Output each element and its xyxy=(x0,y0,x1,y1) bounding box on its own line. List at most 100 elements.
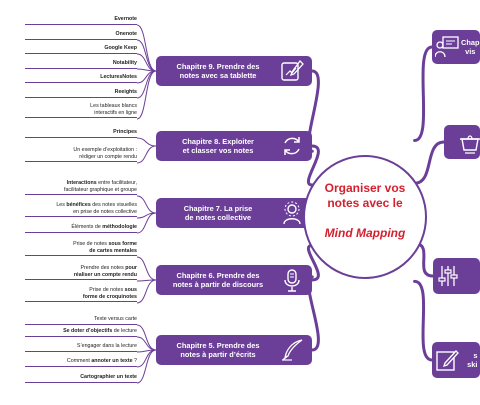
leaf-topic: Les tableaux blancs interactifs en ligne xyxy=(25,103,137,119)
chapter-title: Chapitre 9. Prendre des notes avec sa ta… xyxy=(176,61,260,81)
leaf-connector xyxy=(136,195,157,214)
leaf-underline xyxy=(25,194,137,196)
microphone-icon xyxy=(284,269,300,292)
leaf-underline xyxy=(25,255,137,257)
leaf-text: Les tableaux blancs interactifs en ligne xyxy=(90,103,137,116)
central-topic: Organiser vos notes avec le Mind Mapping xyxy=(303,155,427,279)
leaf-connector xyxy=(136,212,157,234)
leaf-topic: Comment annoter un texte ? xyxy=(25,358,137,367)
branch-line xyxy=(413,279,434,362)
leaf-underline xyxy=(25,38,137,40)
branch-line xyxy=(306,144,320,187)
leaf-underline xyxy=(25,23,137,25)
leaf-text: entre facilitateur, facilitateur graphiq… xyxy=(63,180,137,193)
quill-pen-icon xyxy=(280,338,304,362)
branch-line xyxy=(306,243,320,282)
leaf-underline xyxy=(25,335,137,337)
leaf-topic: Un exemple d’exploitation : rédiger un c… xyxy=(25,147,137,163)
leaf-topic: Principes xyxy=(25,129,137,138)
leaf-topic: Éléments de méthodologie xyxy=(25,224,137,233)
leaf-underline xyxy=(25,365,137,367)
leaf-connector xyxy=(136,137,157,147)
leaf-text: S’engager dans la lecture xyxy=(76,343,137,349)
chapter-node: Chapitre 6. Prendre des notes à partir d… xyxy=(156,265,312,295)
leaf-text: Éléments de xyxy=(71,224,103,230)
chapter-title-fragment: ski xyxy=(461,360,478,369)
leaf-text: Comment xyxy=(66,358,92,364)
presenter-board-icon xyxy=(434,35,459,59)
leaf-underline xyxy=(25,323,137,325)
leaf-underline xyxy=(25,81,137,83)
central-topic-title: Organiser vos notes avec le xyxy=(324,181,406,210)
leaf-topic: Reeights xyxy=(25,89,137,98)
leaf-text: de lecture xyxy=(112,328,137,334)
leaf-topic: Prise de notes sous forme de croquinotes xyxy=(25,287,137,303)
leaf-topic: Les bénéfices des notes visuelles en pri… xyxy=(25,202,137,218)
presenter-board-icon xyxy=(434,36,459,58)
leaf-text: méthodologie xyxy=(102,224,137,230)
group-person-icon xyxy=(280,201,304,225)
cooking-pot-icon xyxy=(458,130,480,154)
chapter-node-right: Chap vis xyxy=(432,30,480,64)
leaf-topic: Interactions entre facilitateur, facilit… xyxy=(25,180,137,196)
leaf-underline xyxy=(25,301,137,303)
chapter-node: Chapitre 9. Prendre des notes avec sa ta… xyxy=(156,56,312,86)
leaf-topic: Texte versus carte xyxy=(25,316,137,325)
leaf-text: Prise de notes xyxy=(73,241,109,247)
leaf-topic: Se doter d’objectifs de lecture xyxy=(25,328,137,337)
leaf-text: Reeights xyxy=(114,89,137,95)
leaf-text: annoter un texte xyxy=(91,358,133,364)
chapter-node-right xyxy=(444,125,480,159)
branch-line xyxy=(413,45,434,142)
chapter-node-right: s ski xyxy=(432,342,480,378)
chapter-node-right xyxy=(433,258,480,294)
leaf-connector xyxy=(136,279,157,304)
chapter-node: Chapitre 7. La prise de notes collective xyxy=(156,198,312,228)
leaf-text: bénéfices xyxy=(66,202,91,208)
leaf-text: sous forme de cartes mentales xyxy=(89,241,137,254)
leaf-underline xyxy=(25,136,137,138)
chapter-title: Chapitre 8. Exploiter et classer vos not… xyxy=(182,136,254,156)
branch-line xyxy=(413,140,446,185)
quill-pen-icon xyxy=(282,339,303,361)
leaf-underline xyxy=(25,67,137,69)
leaf-topic: Cartographier un texte xyxy=(25,374,137,383)
leaf-underline xyxy=(25,381,137,383)
pencil-square-icon xyxy=(436,350,459,371)
leaf-text: sous forme de croquinotes xyxy=(82,287,137,300)
group-person-icon xyxy=(283,201,301,225)
leaf-topic: S’engager dans la lecture xyxy=(25,343,137,352)
leaf-text: Interactions xyxy=(66,180,97,186)
leaf-text: Un exemple d’exploitation : rédiger un c… xyxy=(73,147,137,160)
leaf-underline xyxy=(25,96,137,98)
leaf-text: Prendre des notes xyxy=(80,265,126,271)
sliders-icon xyxy=(436,264,460,288)
leaf-text: Principes xyxy=(113,129,137,135)
leaf-connector xyxy=(136,349,157,384)
cycle-arrows-icon xyxy=(284,137,300,155)
leaf-connector xyxy=(136,39,157,72)
chapter-title: Chapitre 7. La prise de notes collective xyxy=(183,203,253,223)
leaf-topic: Onenote xyxy=(25,31,137,40)
chapter-node: Chapitre 8. Exploiter et classer vos not… xyxy=(156,131,312,161)
leaf-text: LecturesNotes xyxy=(100,74,137,80)
chapter-node: Chapitre 5. Prendre des notes à partir d… xyxy=(156,335,312,365)
leaf-connector xyxy=(136,256,157,281)
cycle-arrows-icon xyxy=(280,134,304,158)
leaf-text: Prise de notes xyxy=(89,287,125,293)
leaf-underline xyxy=(25,279,137,281)
chapter-title-fragment: Chap xyxy=(461,37,480,47)
microphone-icon xyxy=(280,268,304,292)
leaf-text: Notability xyxy=(112,60,137,66)
leaf-topic: Google Keep xyxy=(25,45,137,54)
leaf-text: pour réaliser un compte rendu xyxy=(73,265,137,278)
leaf-connector xyxy=(136,70,157,120)
sliders-icon xyxy=(438,266,458,286)
leaf-topic: Prendre des notes pour réaliser un compt… xyxy=(25,265,137,281)
leaf-connector xyxy=(136,145,157,164)
leaf-underline xyxy=(25,161,137,163)
chapter-title: Chapitre 5. Prendre des notes à partir d… xyxy=(176,340,260,360)
leaf-underline xyxy=(25,52,137,54)
chapter-title: Chapitre 6. Prendre des notes à partir d… xyxy=(172,270,264,290)
leaf-underline xyxy=(25,216,137,218)
